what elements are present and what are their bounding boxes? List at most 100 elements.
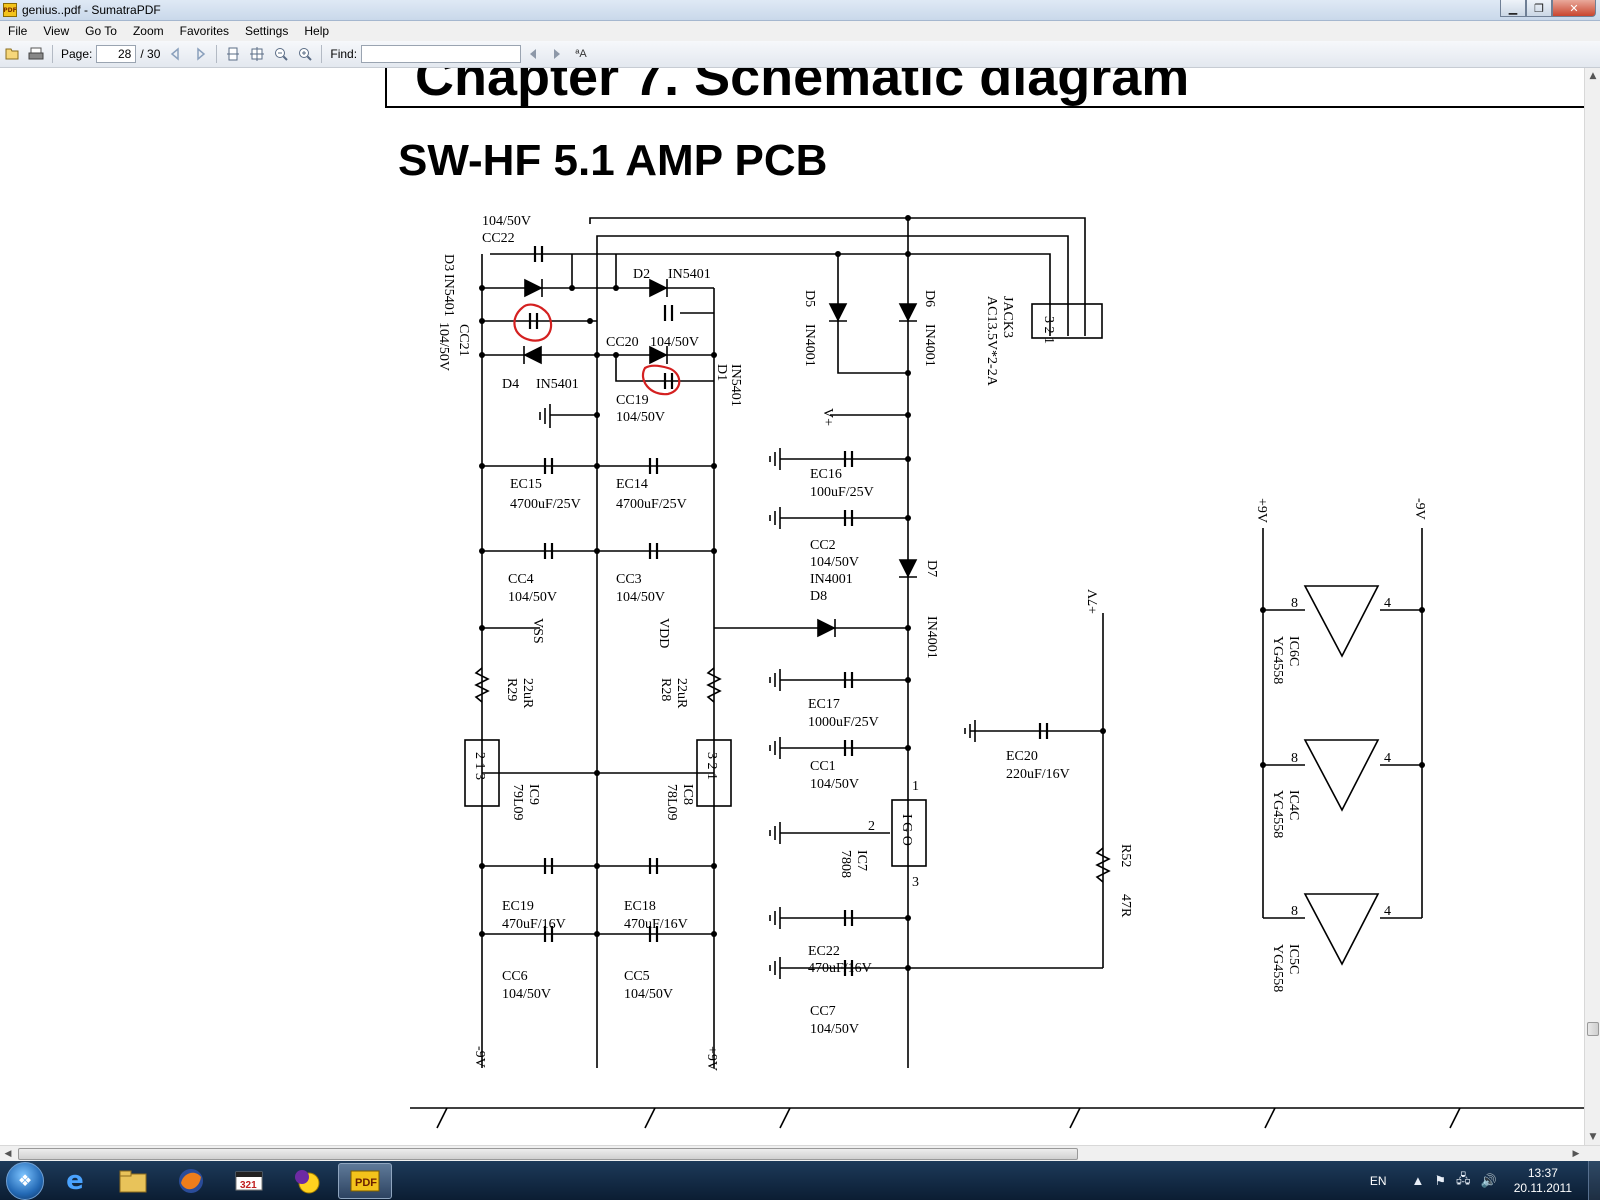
label-r52-value: 47R [1118, 894, 1133, 918]
menu-settings[interactable]: Settings [245, 24, 289, 38]
label-d6-part: IN4001 [922, 324, 937, 367]
scroll-down-icon[interactable]: ▼ [1589, 1132, 1597, 1142]
file-explorer-icon[interactable] [106, 1163, 160, 1199]
document-viewport[interactable]: Chapter 7. Schematic diagram SW-HF 5.1 A… [0, 68, 1584, 1145]
close-button[interactable]: ✕ [1552, 0, 1596, 17]
menu-bar: File View Go To Zoom Favorites Settings … [0, 21, 1600, 41]
show-desktop-button[interactable] [1588, 1161, 1600, 1200]
vertical-scroll-thumb[interactable] [1587, 1022, 1599, 1036]
media-player-icon[interactable]: 321 [222, 1163, 276, 1199]
svg-text:PDF: PDF [355, 1177, 377, 1189]
label-ic4c-part: YG4558 [1270, 790, 1285, 838]
scroll-up-icon[interactable]: ▲ [1589, 71, 1597, 81]
scroll-left-icon[interactable]: ◀ [4, 1149, 12, 1159]
maximize-button[interactable]: ❐ [1526, 0, 1552, 17]
label-jack-pins: 3 2 1 [1041, 316, 1056, 344]
label-bottom-minus9v: -9V [472, 1046, 487, 1068]
label-ic5c-pin4: 4 [1384, 904, 1391, 919]
print-icon[interactable] [26, 44, 46, 64]
label-ic6c-pin4: 4 [1384, 596, 1391, 611]
label-cc1-value: 104/50V [810, 777, 859, 792]
menu-goto[interactable]: Go To [85, 24, 117, 38]
page-total: / 30 [140, 47, 161, 61]
label-d4-part: IN5401 [536, 377, 579, 392]
find-input[interactable] [361, 45, 522, 63]
label-jack3-value: AC13.5V*2-2A [984, 296, 999, 387]
label-d8-part: IN4001 [810, 572, 853, 587]
label-cc22: CC22 [482, 231, 515, 246]
label-d6: D6 [922, 290, 937, 307]
label-ec17: EC17 [808, 697, 840, 712]
next-page-icon[interactable] [190, 44, 210, 64]
menu-favorites[interactable]: Favorites [179, 24, 229, 38]
label-ic6c: IC6C [1286, 636, 1301, 666]
system-clock[interactable]: 13:37 20.11.2011 [1514, 1166, 1572, 1196]
label-ec20-value: 220uF/16V [1006, 767, 1070, 782]
minimize-button[interactable]: ▁ [1500, 0, 1526, 17]
firefox-icon[interactable] [164, 1163, 218, 1199]
label-pin2: 2 [868, 819, 875, 834]
label-ec19-value: 470uF/16V [502, 917, 566, 932]
label-cc7-value: 104/50V [810, 1022, 859, 1037]
menu-file[interactable]: File [8, 24, 28, 38]
clock-date: 20.11.2011 [1513, 1180, 1572, 1195]
label-ec15: EC15 [510, 477, 542, 492]
pdf-page [350, 68, 1584, 1145]
vertical-scrollbar[interactable]: ▲ ▼ [1584, 68, 1600, 1145]
window-title: genius..pdf - SumatraPDF [22, 3, 161, 17]
label-jack3: JACK3 [1000, 296, 1015, 338]
label-cc19-value: 104/50V [616, 410, 665, 425]
action-center-flag-icon[interactable]: ⚑ [1434, 1172, 1447, 1188]
label-ec14-value: 4700uF/25V [616, 497, 687, 512]
page-number-input[interactable] [96, 45, 137, 63]
find-previous-icon[interactable] [523, 44, 543, 64]
menu-zoom[interactable]: Zoom [132, 24, 164, 38]
open-file-icon[interactable] [2, 44, 22, 64]
label-cc3: CC3 [616, 572, 642, 587]
label-ic7: IC7 [854, 850, 869, 871]
internet-explorer-icon[interactable]: e [66, 1165, 84, 1196]
label-r28: R28 [658, 678, 673, 701]
label-r28-value: 22uR [674, 678, 689, 709]
zoom-out-icon[interactable] [271, 44, 291, 64]
volume-icon[interactable]: 🔊 [1480, 1172, 1497, 1188]
fit-page-icon[interactable] [223, 44, 243, 64]
label-cc21: CC21 [456, 324, 471, 357]
label-ec14: EC14 [616, 477, 648, 492]
label-ec19: EC19 [502, 899, 534, 914]
yahoo-messenger-icon[interactable] [280, 1163, 334, 1199]
label-d5-part: IN4001 [802, 324, 817, 367]
label-d2-part: IN5401 [668, 267, 711, 282]
start-button-icon[interactable]: ❖ [6, 1161, 44, 1200]
label-d4: D4 [502, 377, 519, 392]
horizontal-scroll-thumb[interactable] [18, 1148, 1078, 1160]
label-pin1: 1 [912, 779, 919, 794]
match-case-icon[interactable]: ªA [575, 48, 587, 60]
label-ic7-pins: I G O [899, 814, 914, 846]
scroll-right-icon[interactable]: ▶ [1572, 1149, 1580, 1159]
previous-page-icon[interactable] [166, 44, 186, 64]
label-vdd: VDD [656, 618, 671, 648]
language-indicator[interactable]: EN [1369, 1173, 1387, 1188]
windows-taskbar: ❖ e 321 PDF EN ▲ ⚑ 🖧 🔊 13:37 20.11.2011 [0, 1161, 1600, 1200]
menu-help[interactable]: Help [304, 24, 330, 38]
horizontal-scrollbar[interactable]: ◀ ▶ [0, 1145, 1600, 1161]
find-next-icon[interactable] [547, 44, 567, 64]
schematic-diagram: 104/50V CC22 D3 IN5401 D2 IN5401 CC21 10… [410, 214, 1584, 1129]
find-label: Find: [330, 47, 358, 61]
label-r29: R29 [504, 678, 519, 701]
label-cc5-value: 104/50V [624, 987, 673, 1002]
window-titlebar[interactable]: PDF genius..pdf - SumatraPDF ▁ ❐ ✕ [0, 0, 1600, 21]
svg-text:321: 321 [240, 1180, 257, 1191]
page-label: Page: [61, 47, 93, 61]
toolbar: Page: / 30 Find: ªA [0, 41, 1600, 68]
label-ic4c-pin4: 4 [1384, 751, 1391, 766]
label-d1: D1 [714, 364, 729, 381]
menu-view[interactable]: View [43, 24, 70, 38]
sumatrapdf-taskbar-icon[interactable]: PDF [338, 1162, 392, 1199]
fit-width-icon[interactable] [247, 44, 267, 64]
show-hidden-icons-icon[interactable]: ▲ [1411, 1173, 1425, 1188]
zoom-in-icon[interactable] [295, 44, 315, 64]
network-icon[interactable]: 🖧 [1456, 1170, 1471, 1186]
label-d3-part: IN5401 [441, 274, 456, 317]
